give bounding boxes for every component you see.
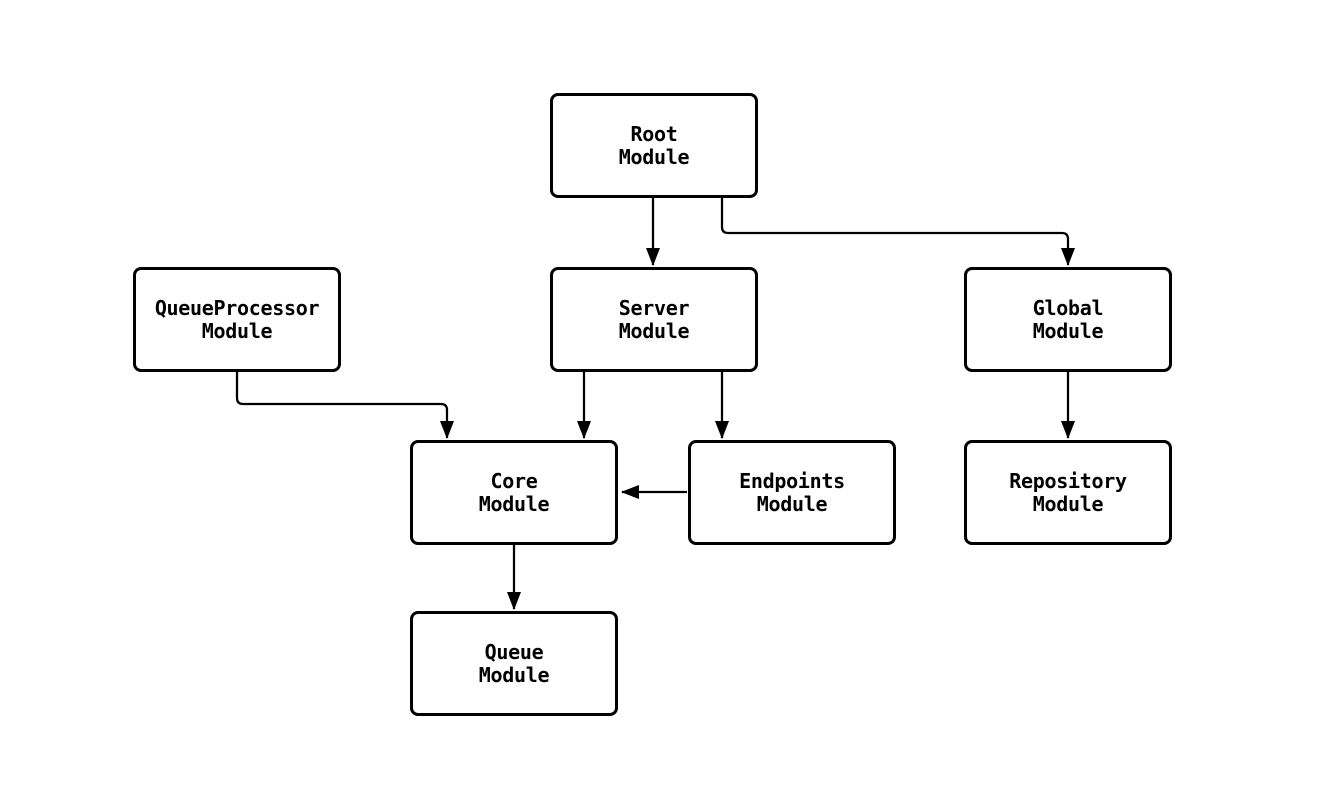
node-label-queueprocessor: QueueProcessor Module xyxy=(154,295,320,343)
node-root: Root Module xyxy=(550,93,758,198)
edge-queueprocessor-to-core xyxy=(235,372,454,439)
node-label-queue: Queue Module xyxy=(478,639,550,687)
node-label-server: Server Module xyxy=(618,295,690,343)
node-global: Global Module xyxy=(964,267,1172,372)
node-label-repository: Repository Module xyxy=(1009,468,1127,516)
node-label-endpoints: Endpoints Module xyxy=(739,468,845,516)
node-label-global: Global Module xyxy=(1032,295,1104,343)
node-server: Server Module xyxy=(550,267,758,372)
node-queue: Queue Module xyxy=(410,611,618,716)
node-core: Core Module xyxy=(410,440,618,545)
edge-root-to-global xyxy=(720,198,1075,266)
node-endpoints: Endpoints Module xyxy=(688,440,896,545)
node-repository: Repository Module xyxy=(964,440,1172,545)
node-queueprocessor: QueueProcessor Module xyxy=(133,267,341,372)
node-label-root: Root Module xyxy=(618,121,690,169)
node-label-core: Core Module xyxy=(478,468,550,516)
edges-group xyxy=(235,198,1075,610)
